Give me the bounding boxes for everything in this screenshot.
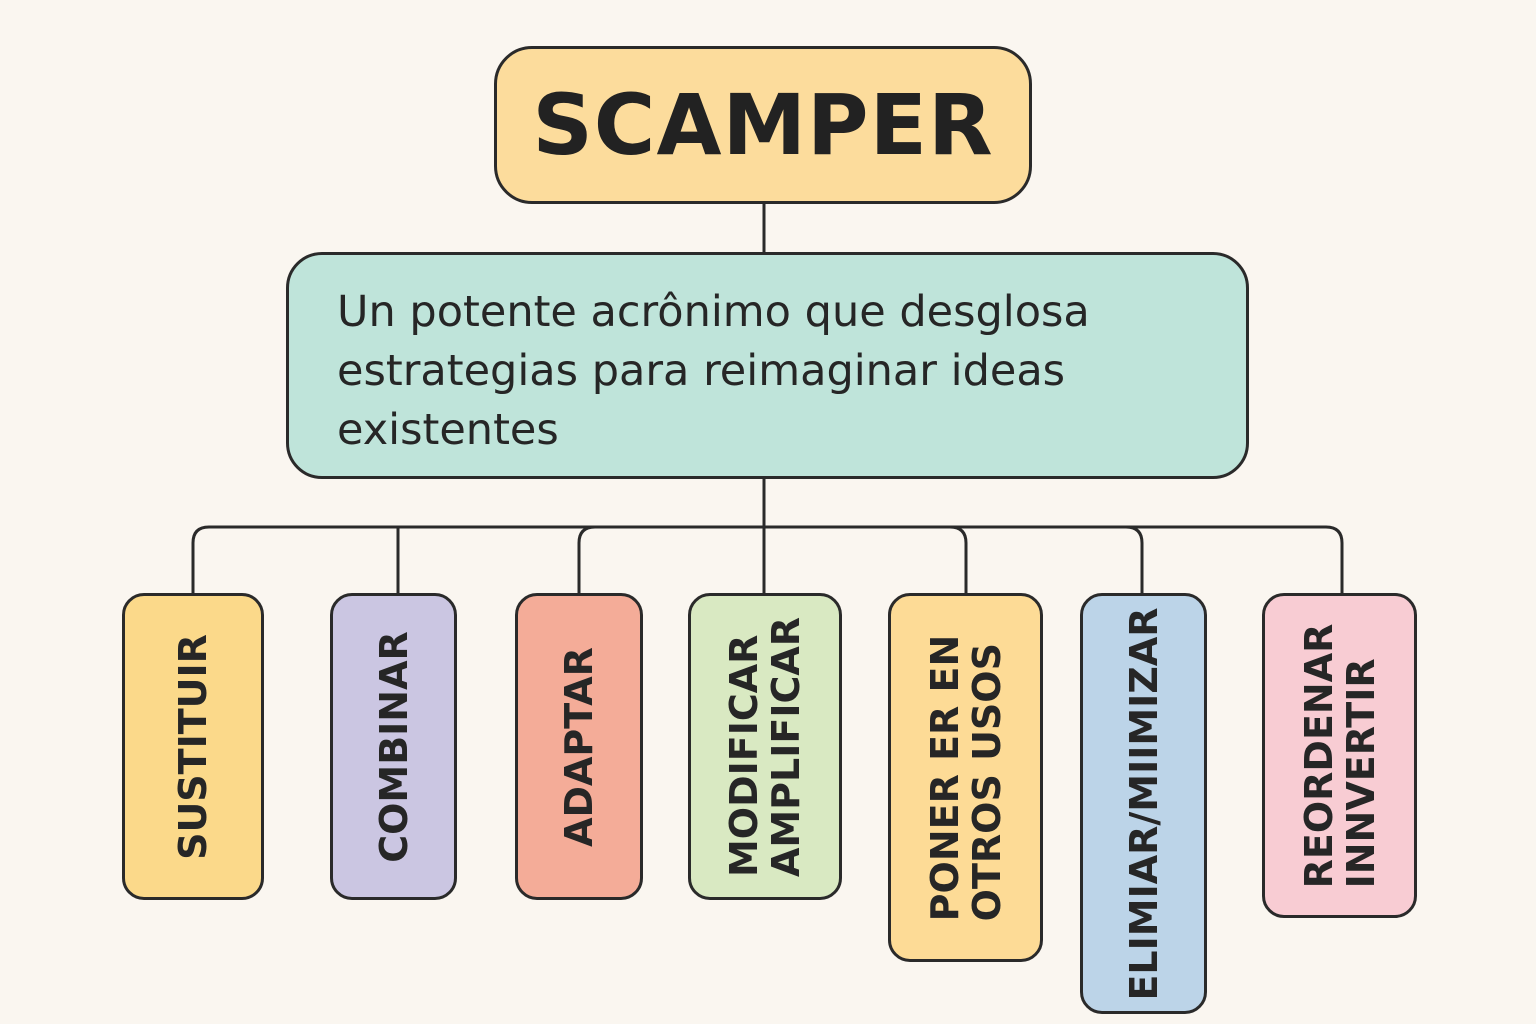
diagram-description: Un potente acrônimo que desglosa estrate… <box>337 287 1090 455</box>
description-node: Un potente acrônimo que desglosa estrate… <box>286 252 1249 479</box>
branch-line-poner <box>949 525 968 593</box>
item-label-modificar: MODIFICAR AMPLIFICAR <box>722 616 808 877</box>
item-node-sustituir: SUSTITUIR <box>122 593 264 900</box>
item-label-sustituir: SUSTITUIR <box>171 633 215 860</box>
diagram-title: SCAMPER <box>532 76 994 174</box>
item-label-reordenar: REORDENAR INNVERTIR <box>1296 623 1383 888</box>
item-node-poner: PONER ER EN OTROS USOS <box>888 593 1043 962</box>
item-label-combinar: COMBINAR <box>371 630 416 863</box>
item-node-modificar: MODIFICAR AMPLIFICAR <box>688 593 842 900</box>
item-node-adaptar: ADAPTAR <box>515 593 643 900</box>
branch-line-eliminar <box>1125 525 1144 593</box>
item-label-eliminar: ELIMIAR/MIIMIZAR <box>1121 606 1166 1001</box>
item-node-reordenar: REORDENAR INNVERTIR <box>1262 593 1417 918</box>
item-node-combinar: COMBINAR <box>330 593 457 900</box>
item-label-adaptar: ADAPTAR <box>557 646 601 847</box>
item-node-eliminar: ELIMIAR/MIIMIZAR <box>1080 593 1207 1014</box>
title-node: SCAMPER <box>494 46 1032 204</box>
item-label-poner: PONER ER EN OTROS USOS <box>922 634 1009 921</box>
branch-bus-line <box>191 525 1344 593</box>
branch-line-adaptar <box>577 525 596 593</box>
